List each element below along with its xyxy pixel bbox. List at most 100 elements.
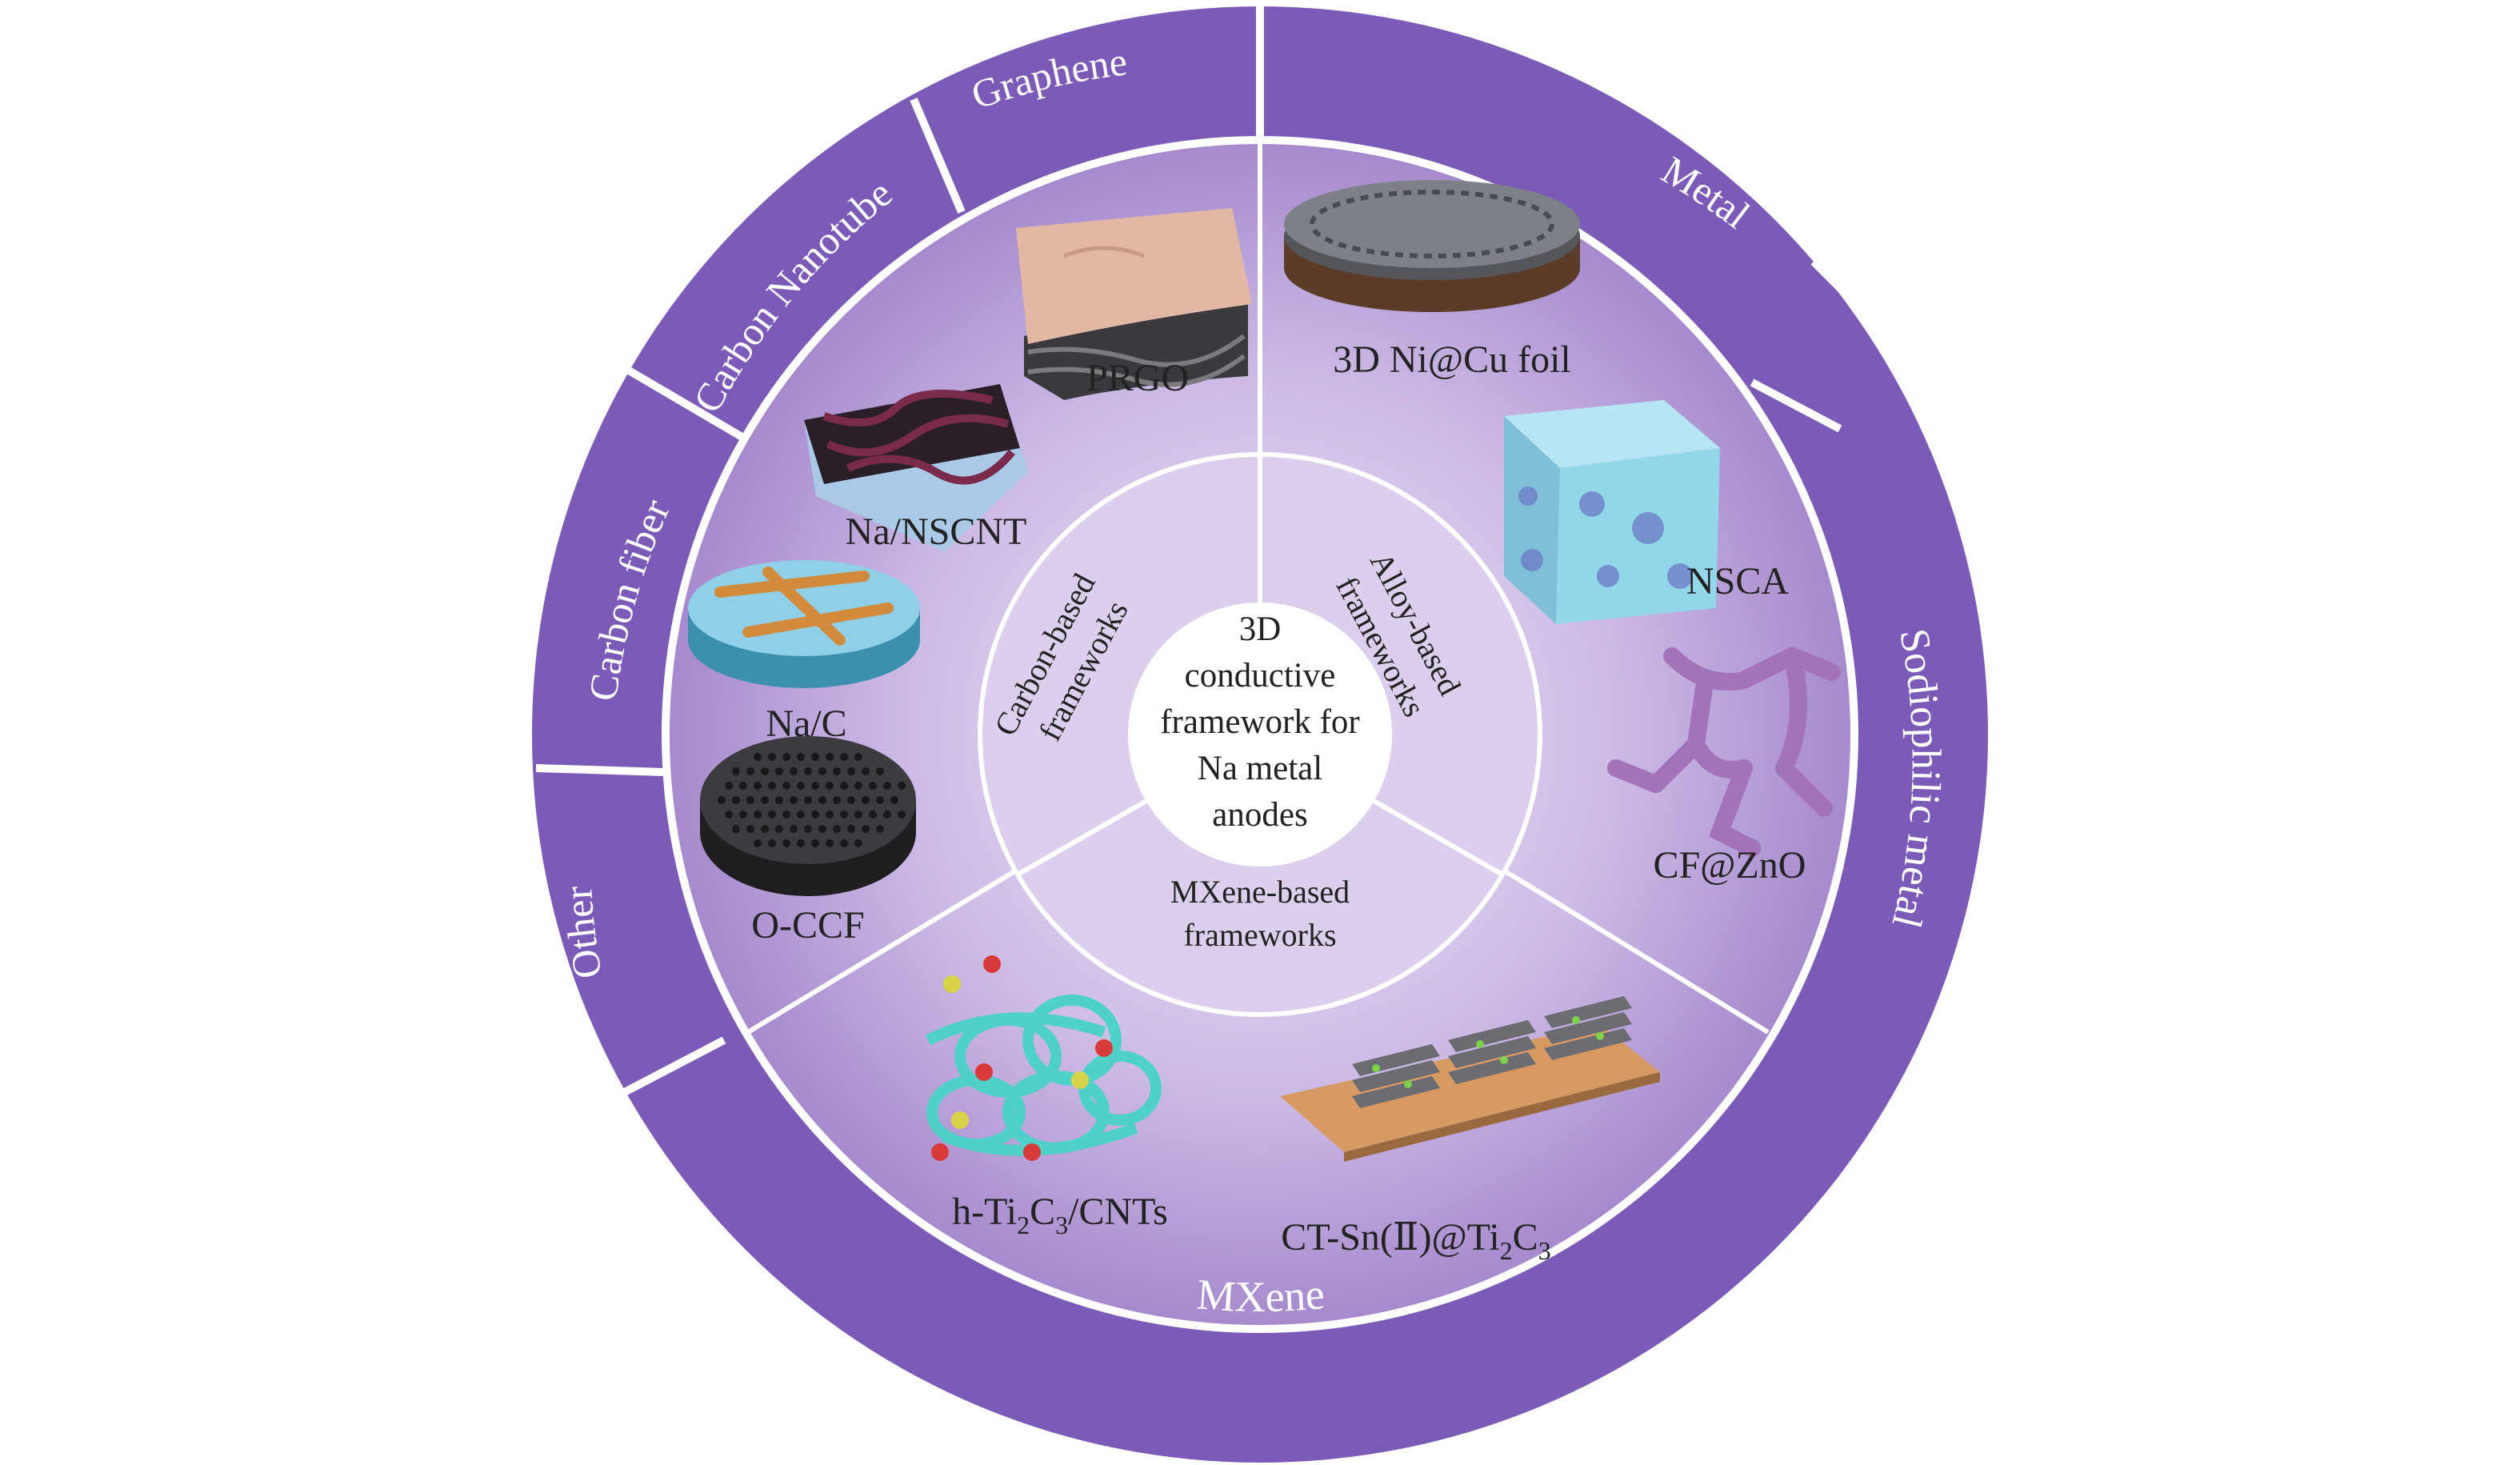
pore [754,839,762,847]
ct-sn-mid: C [1513,1216,1538,1259]
pore [790,767,798,775]
pore [898,782,906,790]
pore [732,825,740,833]
pore [782,782,790,790]
label-cf-zno: CF@ZnO [1654,844,1806,887]
label-h-ti2c3-cnts: h-Ti2C3/CNTs [952,1191,1168,1239]
na-nscnt-illustration [804,384,1028,552]
ct-sn-sub2: 3 [1538,1236,1551,1265]
cf-zno-illustration [1607,646,1841,857]
nsca-illustration [1504,400,1720,624]
h-ti2c3-suffix: /CNTs [1068,1191,1168,1233]
pore [725,782,733,790]
mxene-framework-line-2: frameworks [1183,917,1336,953]
h-ti2c3-prefix: h-Ti [952,1191,1017,1233]
pore [854,782,862,790]
h-ti2c3-sub2: 3 [1055,1211,1068,1239]
label-prgo: PRGO [1086,357,1189,399]
pore [833,825,841,833]
pore [768,753,776,761]
pore [746,825,754,833]
pore [833,767,841,775]
pore [761,767,769,775]
h-ti2c3-mid: C [1030,1191,1055,1233]
outer-ring-dividers [535,6,1923,1108]
pore [804,796,812,804]
pore [854,839,862,847]
pore [862,767,870,775]
pore [761,825,769,833]
pore [876,796,884,804]
pore [797,839,805,847]
pore [869,782,877,790]
pore [754,811,762,819]
pore [746,796,754,804]
pore [782,811,790,819]
pore [869,811,877,819]
pore [790,825,798,833]
center-line-5: anodes [1212,796,1307,834]
pore [768,839,776,847]
pore [775,825,783,833]
pore [840,811,848,819]
pore [804,825,812,833]
pore [782,839,790,847]
pore [811,782,819,790]
pore [826,753,834,761]
pore [790,796,798,804]
label-ct-sn-ti2c3: CT-Sn(Ⅱ)@Ti2C3 [1281,1216,1550,1265]
pore [768,782,776,790]
center-label: 3D conductive framework for Na metal ano… [1160,610,1360,834]
pore [811,839,819,847]
pore [754,753,762,761]
ni-cu-foil-illustration [1284,180,1580,312]
label-o-ccf: O-CCF [751,904,864,947]
ct-sn-sub1: 2 [1500,1236,1513,1265]
center-line-1: 3D [1239,610,1282,648]
label-na-nscnt: Na/NSCNT [846,510,1027,553]
pore [775,767,783,775]
pore [797,753,805,761]
pore [739,811,747,819]
pore [826,839,834,847]
framework-ring-dividers [1016,454,1504,877]
pore [862,825,870,833]
label-ni-cu-foil: 3D Ni@Cu foil [1333,338,1571,381]
pore [739,782,747,790]
pore [876,825,884,833]
pore [797,782,805,790]
pore [883,782,891,790]
pore [818,767,826,775]
pore [883,811,891,819]
pore [811,811,819,819]
label-nsca: NSCA [1686,560,1789,602]
pore [847,767,855,775]
pore [804,767,812,775]
pore [811,753,819,761]
na-c-illustration [688,560,920,688]
pore [847,825,855,833]
pore [775,796,783,804]
h-ti2c3-cnts-atoms [931,955,1113,1161]
pore [768,811,776,819]
pore [854,753,862,761]
pore [847,796,855,804]
pore [826,811,834,819]
center-line-4: Na metal [1198,750,1322,787]
sector-dividers [746,144,1770,1035]
pore [732,796,740,804]
h-ti2c3-sub1: 2 [1017,1211,1030,1239]
center-line-3: framework for [1160,703,1360,741]
pore [826,782,834,790]
ct-sn-prefix: CT-Sn(Ⅱ)@Ti [1281,1216,1499,1259]
pore [797,811,805,819]
pore [890,796,898,804]
outer-label-mxene: MXene [1195,1270,1326,1321]
pore [840,782,848,790]
mxene-framework-line-1: MXene-based [1170,874,1350,910]
o-ccf-pores [718,753,906,847]
pore [898,811,906,819]
pore [818,825,826,833]
pore [782,753,790,761]
